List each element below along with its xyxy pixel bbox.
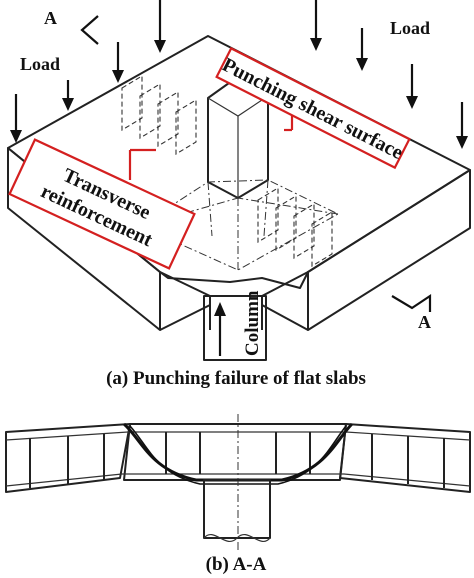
section-mark-bottom <box>391 293 432 312</box>
section-aa <box>5 414 471 552</box>
load-arrow <box>112 42 124 83</box>
load-arrow <box>10 94 22 143</box>
slab-bottom-left <box>159 304 211 331</box>
punching-crack <box>122 422 354 482</box>
section-label-top: A <box>44 8 57 28</box>
section-slab-center <box>123 423 347 481</box>
slab-bottom-right <box>261 304 309 331</box>
punching-surface-callout: Punching shear surface <box>215 46 411 170</box>
punching-surface-label: Punching shear surface <box>219 54 407 164</box>
column-below: Column <box>203 290 267 361</box>
load-arrow <box>406 64 418 109</box>
section-label-bottom: A <box>418 312 431 332</box>
caption-a: (a) Punching failure of flat slabs <box>106 368 366 389</box>
punching-surface-box <box>215 46 411 170</box>
load-arrow <box>310 0 322 51</box>
section-slab-right <box>339 423 471 493</box>
load-arrow <box>62 80 74 111</box>
transverse-reinforcement-left <box>121 75 197 155</box>
load-label-left: Load <box>20 54 60 74</box>
slab-right-face <box>307 169 471 331</box>
transverse-reinforcement-right <box>257 187 333 267</box>
load-arrows <box>10 0 468 149</box>
transverse-box <box>8 138 196 270</box>
load-arrow <box>456 102 468 149</box>
punching-crack-inner <box>129 425 347 485</box>
section-mark-top <box>80 15 99 45</box>
column-label: Column <box>242 290 263 356</box>
load-label-right: Load <box>390 18 430 38</box>
load-arrow <box>154 0 166 53</box>
load-arrow <box>356 28 368 71</box>
transverse-callout: Transverse reinforcement <box>8 138 196 270</box>
section-slab-left <box>5 423 131 493</box>
caption-b: (b) A-A <box>206 554 267 575</box>
